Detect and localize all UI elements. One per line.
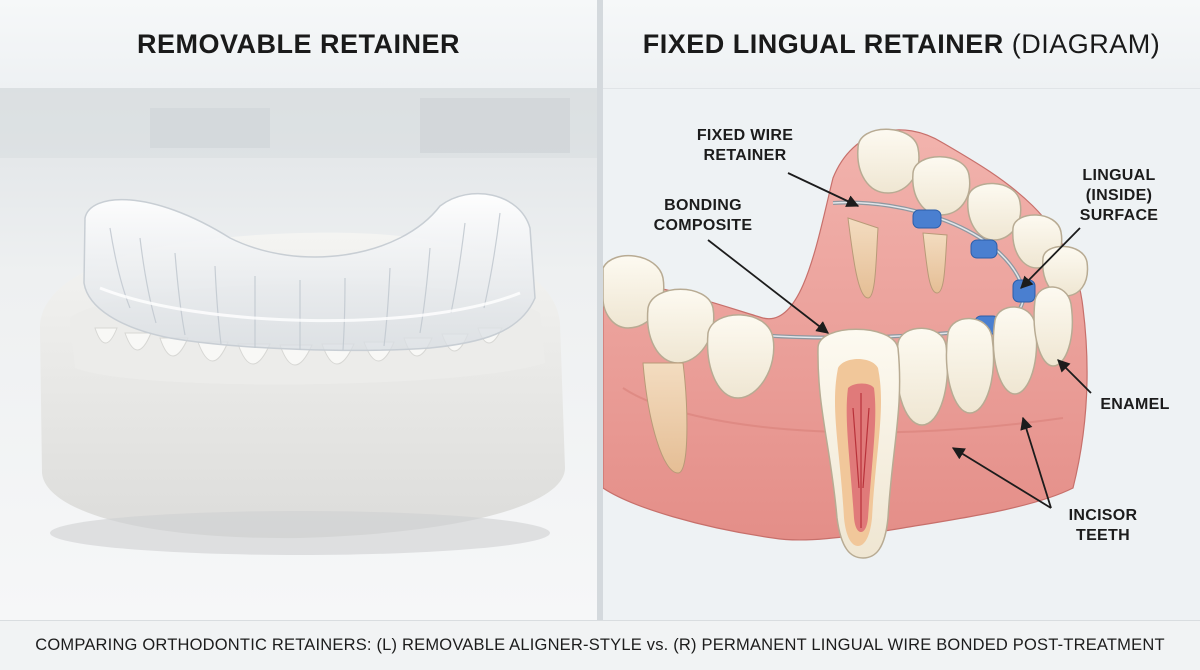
- fixed-lingual-title-bold: FIXED LINGUAL RETAINER: [642, 28, 1004, 59]
- label-incisor-line2: TEETH: [1076, 527, 1130, 544]
- removable-retainer-title-text: REMOVABLE RETAINER: [136, 28, 460, 59]
- label-bonding-line1: BONDING: [664, 197, 742, 214]
- panel-divider: [597, 0, 603, 620]
- fixed-lingual-title-suffix: (DIAGRAM): [1011, 28, 1161, 59]
- removable-retainer-title: REMOVABLE RETAINER: [0, 0, 597, 89]
- label-enamel-text: ENAMEL: [1100, 396, 1170, 413]
- comparison-caption-text: COMPARING ORTHODONTIC RETAINERS: (L) REM…: [35, 636, 1165, 654]
- cross-section-tooth: [817, 328, 901, 559]
- lingual-retainer-diagram: [603, 128, 1092, 559]
- label-lingual-line3: SURFACE: [1079, 207, 1159, 224]
- label-lingual-surface: LINGUAL (INSIDE) SURFACE: [1059, 166, 1179, 226]
- comparison-caption: COMPARING ORTHODONTIC RETAINERS: (L) REM…: [0, 620, 1200, 670]
- removable-retainer-panel: REMOVABLE RETAINER: [0, 0, 597, 620]
- label-incisor-line1: INCISOR: [1068, 507, 1138, 524]
- front-teeth: [603, 254, 1073, 426]
- label-fixed-wire-line2: RETAINER: [703, 147, 787, 164]
- back-teeth: [857, 128, 1089, 297]
- label-fixed-wire-retainer: FIXED WIRE RETAINER: [685, 126, 805, 166]
- label-bonding-composite: BONDING COMPOSITE: [647, 196, 759, 236]
- removable-retainer-photo: [0, 88, 597, 620]
- label-fixed-wire-line1: FIXED WIRE: [696, 127, 794, 144]
- fixed-lingual-retainer-panel: FIXED LINGUAL RETAINER (DIAGRAM): [603, 0, 1200, 620]
- fixed-lingual-retainer-title: FIXED LINGUAL RETAINER (DIAGRAM): [603, 0, 1200, 89]
- label-lingual-line1: LINGUAL: [1082, 167, 1156, 184]
- label-enamel: ENAMEL: [1085, 395, 1185, 415]
- label-bonding-line2: COMPOSITE: [653, 217, 753, 234]
- label-lingual-line2: (INSIDE): [1085, 187, 1153, 204]
- label-incisor-teeth: INCISOR TEETH: [1048, 506, 1158, 546]
